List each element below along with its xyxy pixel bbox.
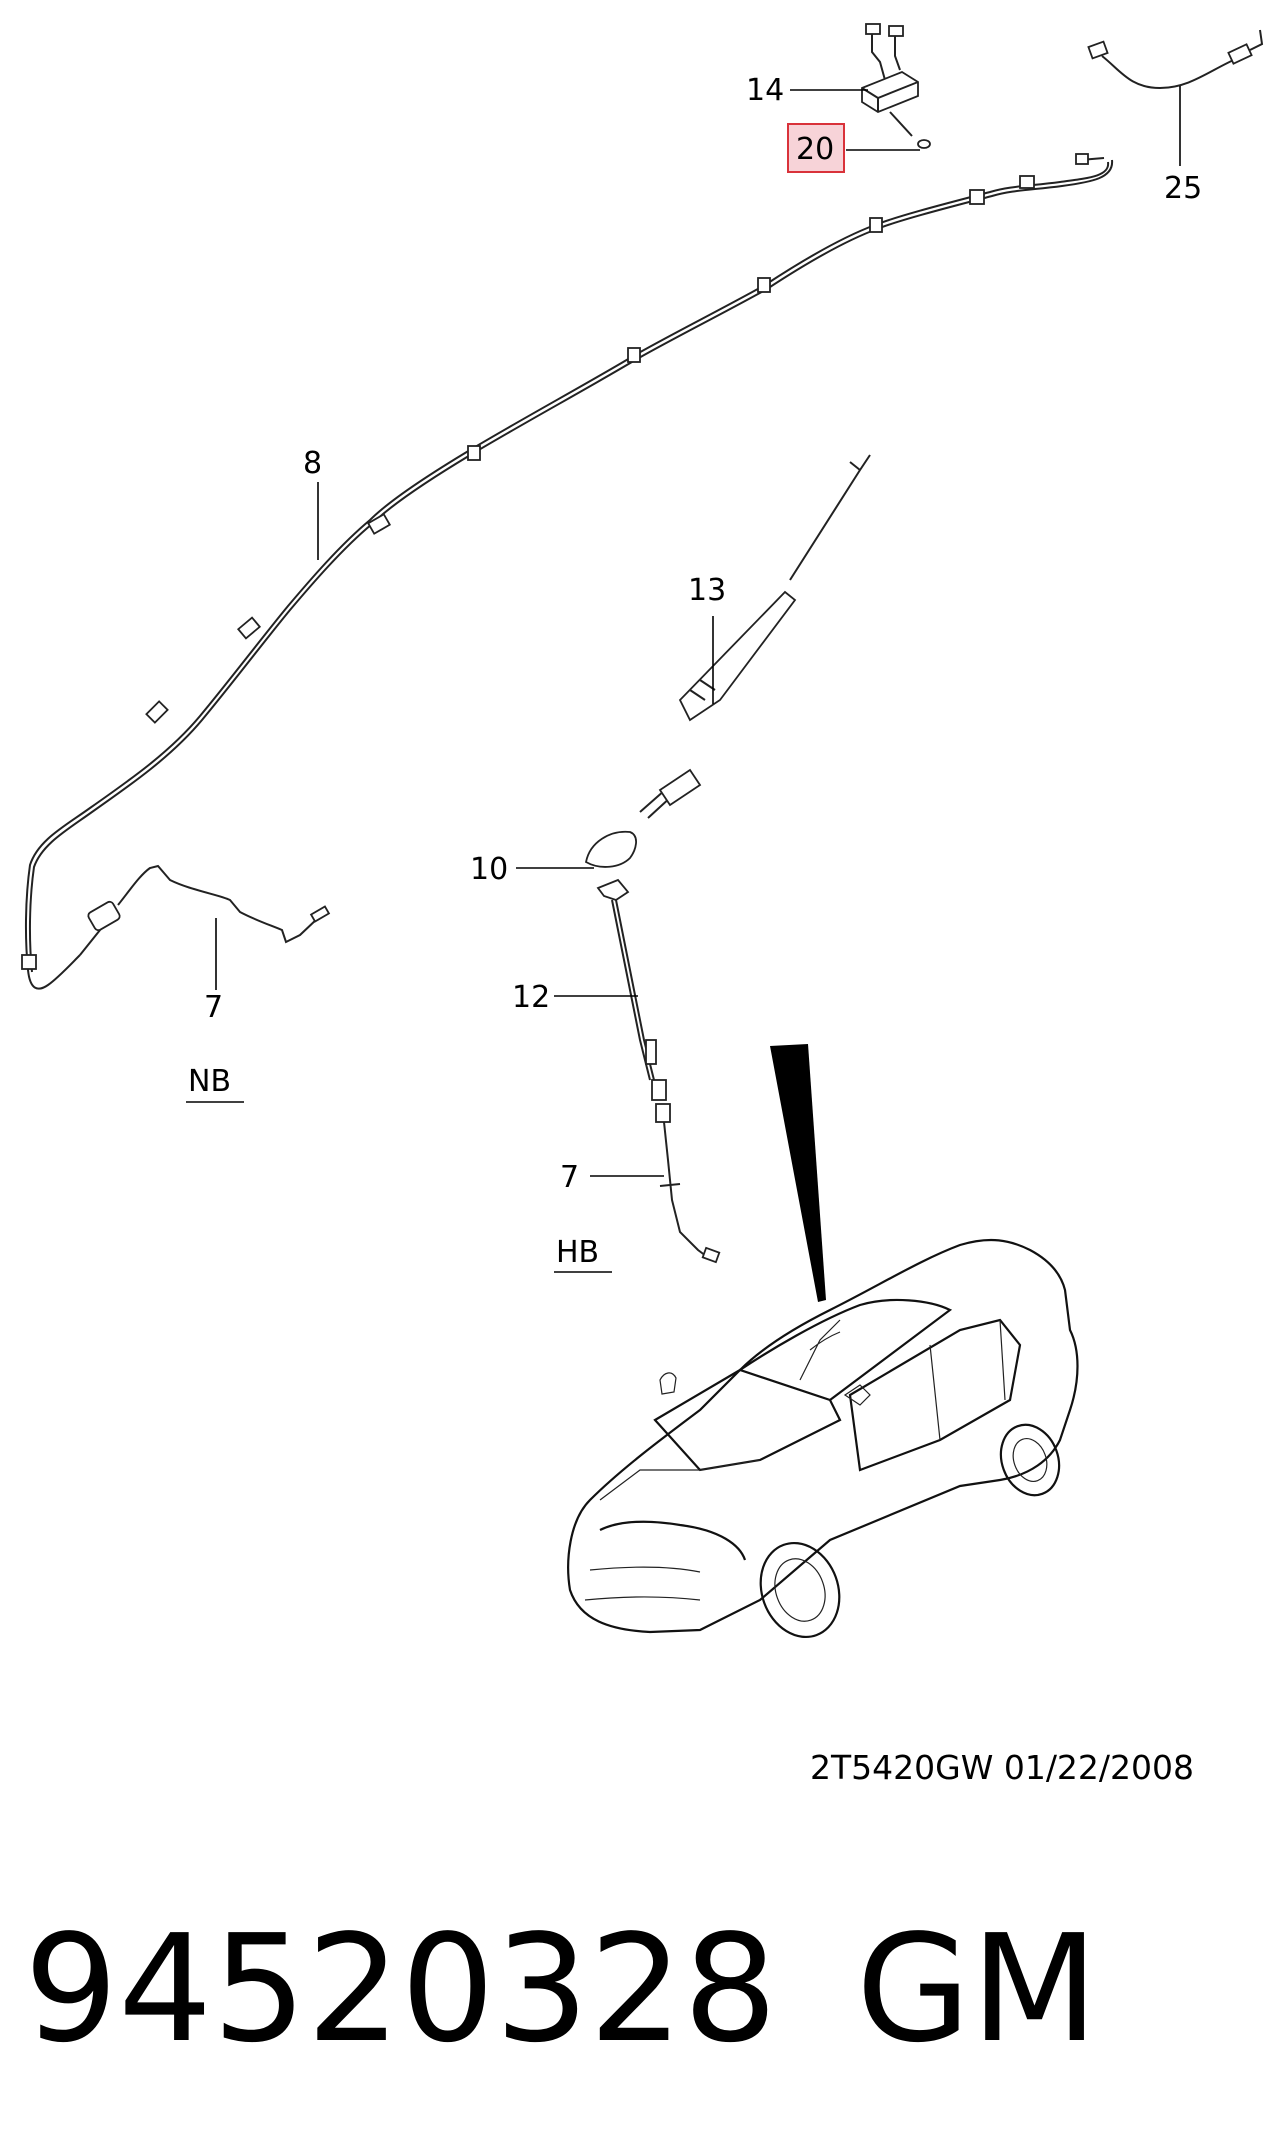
callout-7-hb: 7 (560, 1160, 579, 1195)
lead-in-cable-hb-part (596, 878, 721, 1264)
highlight-box-20 (787, 123, 845, 173)
callout-7-nb: 7 (204, 990, 223, 1025)
leader-lines (186, 86, 1181, 1273)
callout-12: 12 (512, 980, 550, 1015)
callout-20: 20 (796, 132, 834, 167)
variant-nb-label: NB (188, 1064, 231, 1099)
callout-14: 14 (746, 73, 784, 108)
callout-10: 10 (470, 852, 508, 887)
location-pointer (770, 1044, 826, 1302)
antenna-base-part (584, 830, 637, 868)
brand-label: GM (856, 1903, 1098, 2075)
callout-13: 13 (688, 573, 726, 608)
callout-8: 8 (303, 446, 322, 481)
amplifier-module-part (861, 23, 931, 149)
extension-cable-part (1087, 29, 1264, 90)
lead-in-cable-nb-part (79, 864, 331, 956)
antenna-mast-part (639, 454, 871, 819)
callout-25: 25 (1164, 171, 1202, 206)
drawing-code: 2T5420GW 01/22/2008 (810, 1748, 1194, 1787)
antenna-cable-part (21, 153, 1114, 990)
variant-hb-label: HB (556, 1235, 599, 1270)
vehicle-illustration (567, 1238, 1079, 1639)
part-number: 94520328 (24, 1903, 777, 2075)
